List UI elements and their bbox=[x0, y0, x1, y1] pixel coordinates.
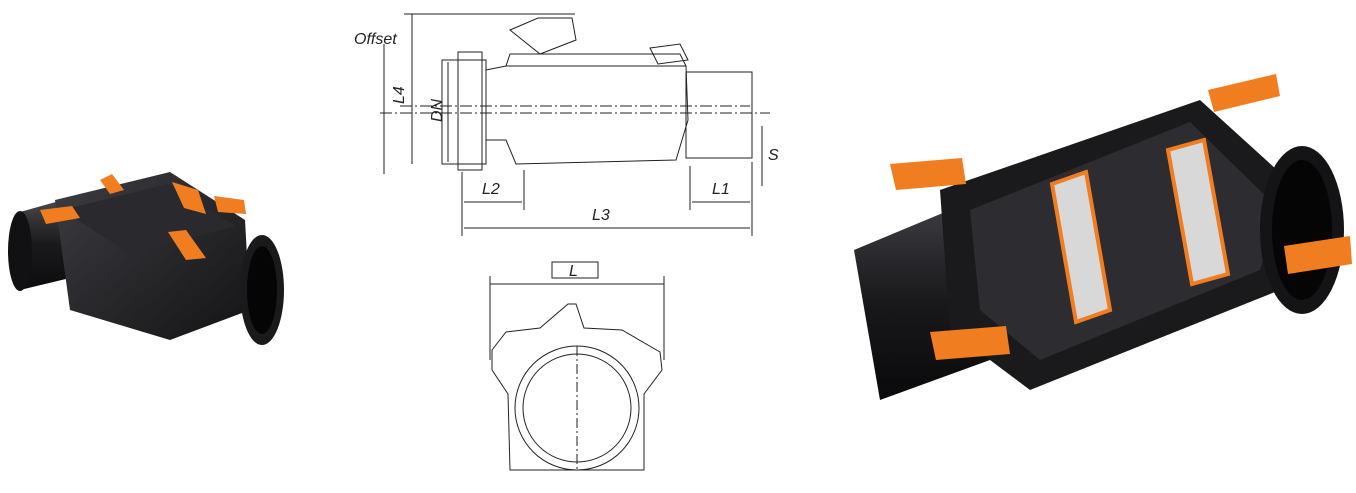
clip-handle bbox=[168, 230, 206, 260]
s-label: S bbox=[768, 147, 779, 164]
body-outline bbox=[485, 65, 689, 165]
clip-handle bbox=[1284, 236, 1352, 274]
clip-handle bbox=[172, 182, 206, 214]
clip-outline bbox=[649, 43, 689, 65]
l2-label: L2 bbox=[482, 181, 500, 198]
clip-handle bbox=[930, 326, 1010, 360]
closed-valve-illustration bbox=[8, 172, 284, 345]
inlet-socket-outline bbox=[441, 59, 487, 165]
side-view bbox=[380, 17, 770, 171]
l4-label: L4 bbox=[391, 86, 408, 104]
clip-handle bbox=[890, 158, 966, 190]
dn-label: DN bbox=[429, 98, 446, 122]
clip-handle bbox=[40, 206, 80, 224]
clip-handle bbox=[1208, 74, 1280, 112]
l1-label: L1 bbox=[712, 181, 730, 198]
outlet-spigot-outline bbox=[685, 71, 753, 159]
clip-handle bbox=[214, 196, 246, 214]
outlet-opening bbox=[1272, 160, 1332, 300]
l-label: L bbox=[569, 263, 578, 280]
l3-label: L3 bbox=[592, 207, 610, 224]
technical-drawing: Offset L4 DN S L2 L1 L3 L bbox=[340, 0, 800, 488]
clip-outline bbox=[509, 17, 577, 55]
flap-insert bbox=[1165, 137, 1231, 287]
dimension-drawing: Offset L4 DN S L2 L1 L3 L bbox=[354, 13, 779, 471]
product-photo-closed bbox=[0, 150, 300, 360]
offset-label: Offset bbox=[354, 31, 397, 48]
cover-outline bbox=[505, 53, 687, 67]
cutaway-valve-illustration bbox=[854, 74, 1352, 400]
flap-insert bbox=[1049, 169, 1113, 325]
inlet-opening bbox=[8, 211, 32, 291]
end-view bbox=[489, 261, 665, 471]
clip-handle bbox=[100, 174, 124, 194]
l-label-box bbox=[551, 261, 599, 279]
end-view-outline bbox=[491, 303, 663, 471]
product-photo-cutaway bbox=[840, 60, 1356, 410]
outlet-opening bbox=[247, 246, 277, 334]
inlet-flange-outline bbox=[457, 51, 483, 171]
